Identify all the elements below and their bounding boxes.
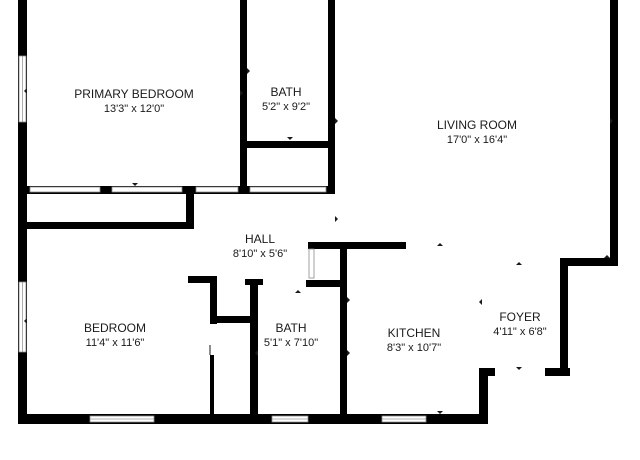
room-dimensions: 13'3" x 12'0" bbox=[104, 103, 164, 115]
room-dimensions: 4'11" x 6'8" bbox=[493, 326, 546, 338]
wall bbox=[245, 279, 263, 285]
wall bbox=[306, 280, 347, 287]
wall bbox=[210, 276, 217, 324]
arrow-icon bbox=[295, 290, 301, 293]
wall bbox=[240, 0, 247, 190]
room-name: BEDROOM bbox=[84, 321, 146, 335]
room-name: HALL bbox=[245, 232, 275, 246]
room-name: KITCHEN bbox=[388, 326, 441, 340]
arrow-icon bbox=[287, 137, 293, 140]
arrow-icon bbox=[437, 243, 443, 246]
room-name: BATH bbox=[275, 321, 306, 335]
arrow-icon bbox=[437, 411, 443, 414]
wall bbox=[340, 242, 347, 424]
wall bbox=[560, 258, 568, 376]
wall bbox=[27, 222, 194, 229]
wall bbox=[240, 141, 328, 148]
arrow-icon bbox=[132, 183, 138, 186]
room-dimensions: 11'4" x 11'6" bbox=[86, 337, 145, 349]
arrow-icon bbox=[24, 318, 27, 324]
wall bbox=[479, 368, 488, 424]
room-dimensions: 8'10" x 5'6" bbox=[233, 248, 287, 260]
wall bbox=[188, 276, 216, 283]
arrow-icon bbox=[516, 367, 522, 370]
room-name: PRIMARY BEDROOM bbox=[74, 87, 194, 101]
wall bbox=[186, 186, 194, 229]
arrow-icon bbox=[516, 262, 522, 265]
arrow-icon bbox=[347, 297, 350, 303]
windows bbox=[18, 55, 427, 423]
arrow-icon bbox=[347, 350, 350, 356]
room-dimensions: 8'3" x 10'7" bbox=[387, 342, 441, 354]
closet-door bbox=[195, 186, 239, 193]
wall bbox=[250, 283, 258, 424]
room-name: LIVING ROOM bbox=[437, 118, 517, 132]
arrow-icon bbox=[479, 299, 482, 305]
room-dimensions: 17'0" x 16'4" bbox=[447, 134, 507, 146]
closet-door bbox=[249, 186, 327, 193]
arrow-icon bbox=[335, 118, 338, 124]
wall bbox=[210, 316, 258, 323]
wall bbox=[479, 368, 495, 376]
closet-door bbox=[308, 248, 315, 279]
closet-door bbox=[111, 186, 183, 193]
room-labels: PRIMARY BEDROOM 13'3" x 12'0" BATH 5'2" … bbox=[74, 85, 547, 354]
wall bbox=[18, 0, 27, 424]
wall bbox=[328, 0, 335, 190]
wall bbox=[560, 258, 618, 266]
door-markers bbox=[24, 68, 613, 414]
arrow-icon bbox=[255, 350, 258, 356]
room-name: FOYER bbox=[499, 310, 541, 324]
wall bbox=[308, 242, 406, 249]
arrow-icon bbox=[335, 216, 338, 222]
room-name: BATH bbox=[270, 85, 301, 99]
arrow-icon bbox=[610, 118, 613, 124]
walls bbox=[18, 0, 618, 424]
wall bbox=[545, 368, 570, 376]
wall bbox=[610, 0, 618, 266]
closet-door bbox=[29, 186, 101, 193]
arrow-icon bbox=[240, 90, 243, 96]
room-dimensions: 5'1" x 7'10" bbox=[264, 337, 318, 349]
arrow-icon bbox=[604, 255, 610, 258]
arrow-icon bbox=[247, 68, 250, 74]
wall bbox=[210, 355, 214, 415]
arrow-icon bbox=[24, 88, 27, 94]
room-dimensions: 5'2" x 9'2" bbox=[262, 101, 310, 113]
